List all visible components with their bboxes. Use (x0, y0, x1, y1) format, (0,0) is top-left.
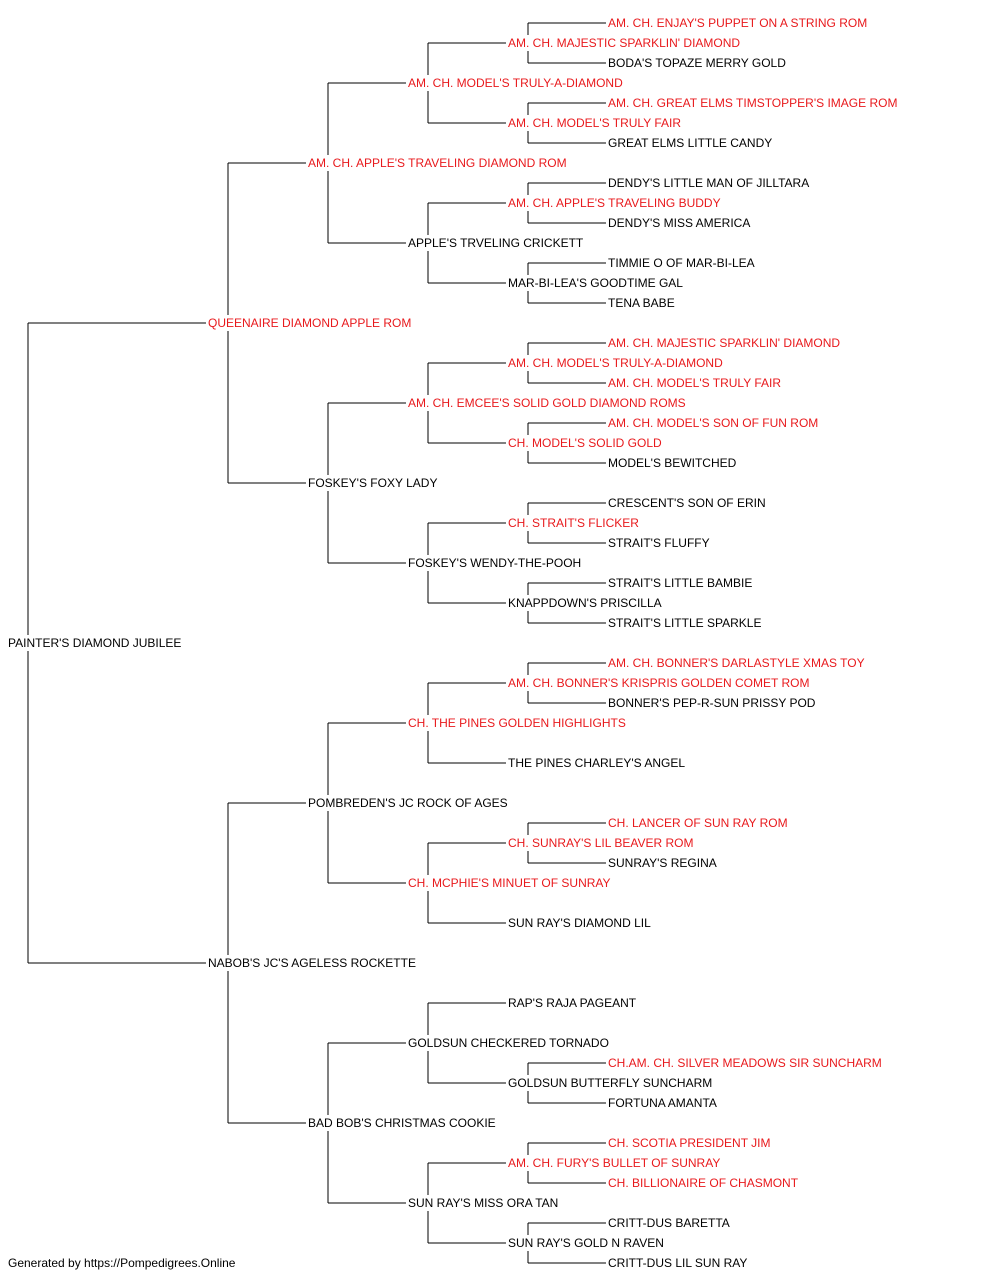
ancestor-name: BAD BOB'S CHRISTMAS COOKIE (308, 1116, 496, 1130)
subject-dog-name: PAINTER'S DIAMOND JUBILEE (8, 636, 181, 650)
ancestor-name: GOLDSUN BUTTERFLY SUNCHARM (508, 1076, 712, 1090)
ancestor-name: AM. CH. MODEL'S TRULY FAIR (608, 376, 781, 390)
ancestor-name: AM. CH. MAJESTIC SPARKLIN' DIAMOND (608, 336, 840, 350)
ancestor-name: AM. CH. FURY'S BULLET OF SUNRAY (508, 1156, 720, 1170)
ancestor-name: RAP'S RAJA PAGEANT (508, 996, 637, 1010)
ancestor-name: NABOB'S JC'S AGELESS ROCKETTE (208, 956, 416, 970)
ancestor-name: KNAPPDOWN'S PRISCILLA (508, 596, 662, 610)
ancestor-name: AM. CH. BONNER'S KRISPRIS GOLDEN COMET R… (508, 676, 809, 690)
ancestor-name: CRITT-DUS BARETTA (608, 1216, 730, 1230)
ancestor-name: TIMMIE O OF MAR-BI-LEA (608, 256, 755, 270)
ancestor-name: CH. STRAIT'S FLICKER (508, 516, 639, 530)
ancestor-name: CH. SUNRAY'S LIL BEAVER ROM (508, 836, 693, 850)
footer-credit: Generated by https://Pompedigrees.Online (8, 1256, 236, 1270)
ancestor-name: FORTUNA AMANTA (608, 1096, 717, 1110)
ancestor-name: BONNER'S PEP-R-SUN PRISSY POD (608, 696, 816, 710)
ancestor-name: MAR-BI-LEA'S GOODTIME GAL (508, 276, 683, 290)
ancestor-name: STRAIT'S LITTLE SPARKLE (608, 616, 761, 630)
ancestor-name: QUEENAIRE DIAMOND APPLE ROM (208, 316, 411, 330)
ancestor-name: CRESCENT'S SON OF ERIN (608, 496, 766, 510)
ancestor-name: THE PINES CHARLEY'S ANGEL (508, 756, 685, 770)
ancestor-name: AM. CH. MODEL'S TRULY-A-DIAMOND (408, 76, 623, 90)
ancestor-name: SUN RAY'S GOLD N RAVEN (508, 1236, 664, 1250)
ancestor-name: AM. CH. ENJAY'S PUPPET ON A STRING ROM (608, 16, 867, 30)
ancestor-name: STRAIT'S LITTLE BAMBIE (608, 576, 752, 590)
ancestor-name: APPLE'S TRVELING CRICKETT (408, 236, 584, 250)
ancestor-name: AM. CH. GREAT ELMS TIMSTOPPER'S IMAGE RO… (608, 96, 897, 110)
ancestor-name: DENDY'S MISS AMERICA (608, 216, 750, 230)
ancestor-name: AM. CH. EMCEE'S SOLID GOLD DIAMOND ROMS (408, 396, 686, 410)
ancestor-name: AM. CH. APPLE'S TRAVELING DIAMOND ROM (308, 156, 567, 170)
ancestor-name: CH. MCPHIE'S MINUET OF SUNRAY (408, 876, 611, 890)
ancestor-name: AM. CH. MODEL'S TRULY-A-DIAMOND (508, 356, 723, 370)
ancestor-name: AM. CH. APPLE'S TRAVELING BUDDY (508, 196, 721, 210)
ancestor-name: GOLDSUN CHECKERED TORNADO (408, 1036, 609, 1050)
ancestor-name: DENDY'S LITTLE MAN OF JILLTARA (608, 176, 809, 190)
ancestor-name: FOSKEY'S WENDY-THE-POOH (408, 556, 581, 570)
ancestor-name: AM. CH. BONNER'S DARLASTYLE XMAS TOY (608, 656, 865, 670)
ancestor-name: CH. MODEL'S SOLID GOLD (508, 436, 662, 450)
ancestor-name: SUN RAY'S DIAMOND LIL (508, 916, 651, 930)
ancestor-name: SUN RAY'S MISS ORA TAN (408, 1196, 558, 1210)
ancestor-name: FOSKEY'S FOXY LADY (308, 476, 437, 490)
ancestor-name: TENA BABE (608, 296, 675, 310)
ancestor-name: AM. CH. MAJESTIC SPARKLIN' DIAMOND (508, 36, 740, 50)
ancestor-name: CH. LANCER OF SUN RAY ROM (608, 816, 788, 830)
ancestor-name: CH. SCOTIA PRESIDENT JIM (608, 1136, 770, 1150)
ancestor-name: CH. BILLIONAIRE OF CHASMONT (608, 1176, 799, 1190)
ancestor-name: SUNRAY'S REGINA (608, 856, 717, 870)
ancestor-name: AM. CH. MODEL'S SON OF FUN ROM (608, 416, 818, 430)
ancestor-name: POMBREDEN'S JC ROCK OF AGES (308, 796, 508, 810)
ancestor-name: CH.AM. CH. SILVER MEADOWS SIR SUNCHARM (608, 1056, 882, 1070)
ancestor-name: BODA'S TOPAZE MERRY GOLD (608, 56, 786, 70)
ancestor-name: GREAT ELMS LITTLE CANDY (608, 136, 772, 150)
ancestor-name: AM. CH. MODEL'S TRULY FAIR (508, 116, 681, 130)
ancestor-name: CH. THE PINES GOLDEN HIGHLIGHTS (408, 716, 626, 730)
ancestor-name: STRAIT'S FLUFFY (608, 536, 710, 550)
ancestor-name: CRITT-DUS LIL SUN RAY (608, 1256, 747, 1270)
ancestor-name: MODEL'S BEWITCHED (608, 456, 737, 470)
